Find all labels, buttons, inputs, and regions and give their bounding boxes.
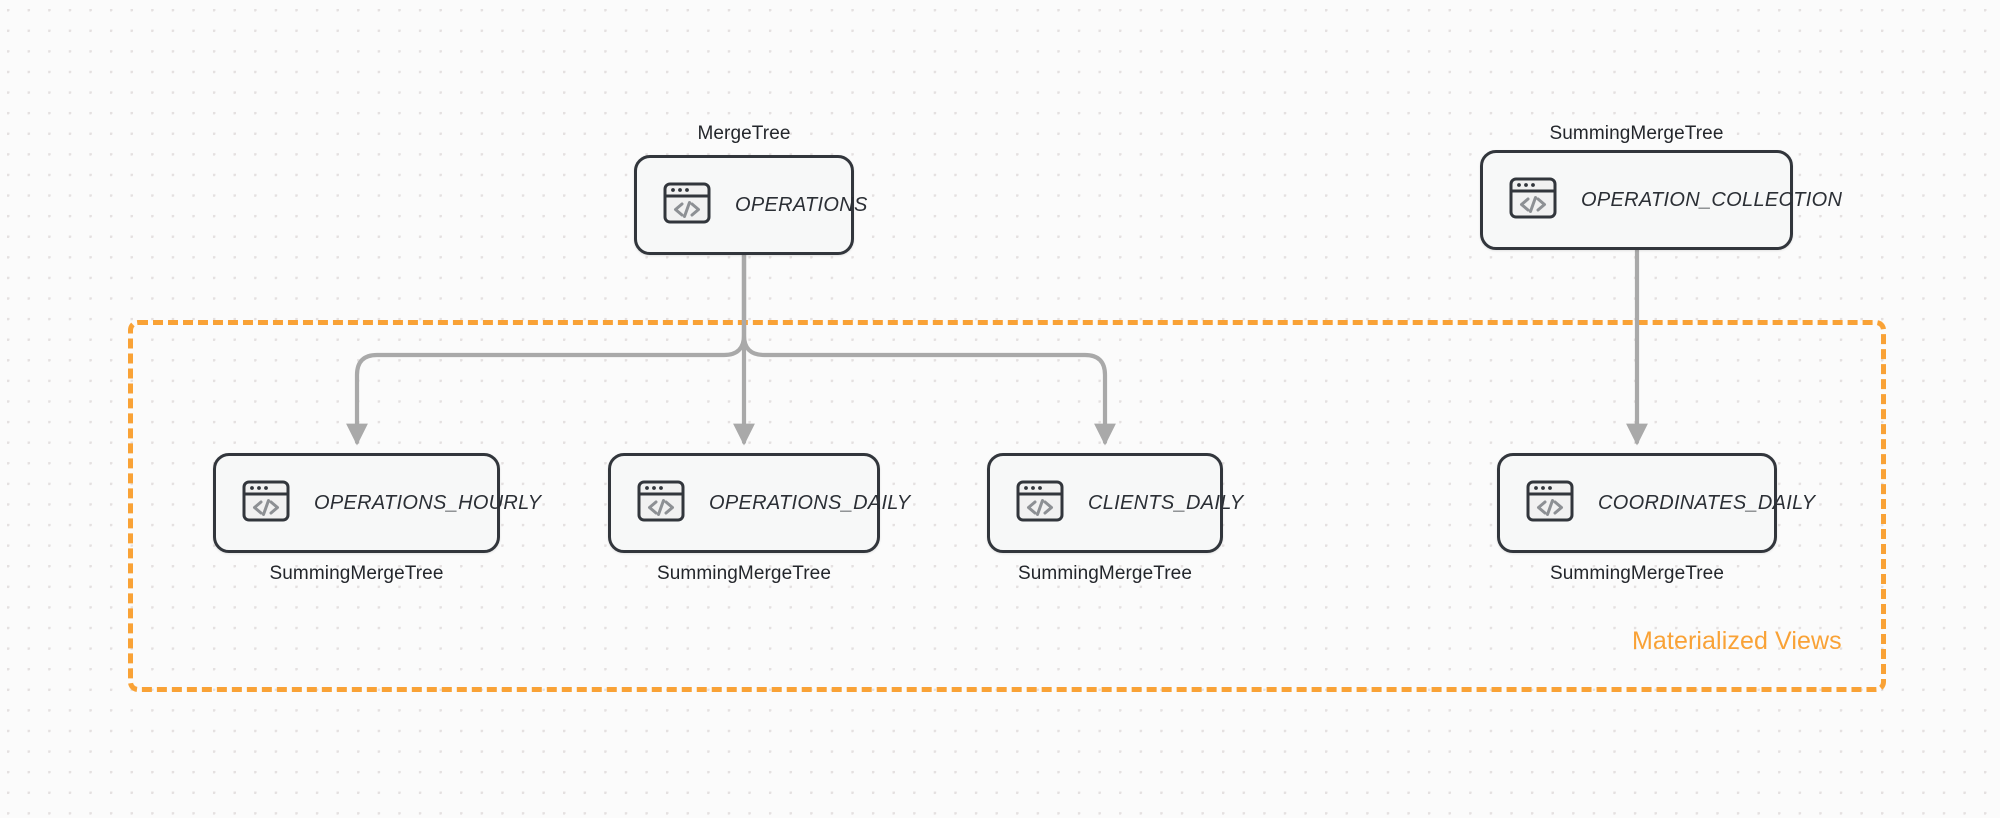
node-coordinates-daily[interactable]: COORDINATES_DAILY bbox=[1497, 453, 1815, 553]
node-operations[interactable]: OPERATIONS bbox=[634, 155, 867, 255]
code-window-icon bbox=[1014, 475, 1066, 532]
node-label: OPERATIONS_HOURLY bbox=[314, 491, 542, 514]
node-label: OPERATIONS_DAILY bbox=[709, 491, 911, 514]
engine-caption-operations-hourly: SummingMergeTree bbox=[269, 563, 444, 584]
engine-caption-operations-daily: SummingMergeTree bbox=[656, 563, 832, 584]
materialized-views-group-label: Materialized Views bbox=[1632, 627, 1842, 655]
node-label: CLIENTS_DAILY bbox=[1088, 491, 1244, 514]
node-label: OPERATIONS bbox=[735, 193, 868, 216]
code-window-icon bbox=[1524, 475, 1576, 532]
code-window-icon bbox=[240, 475, 292, 532]
node-label: COORDINATES_DAILY bbox=[1598, 491, 1816, 514]
code-window-icon bbox=[661, 177, 713, 234]
node-operations-daily[interactable]: OPERATIONS_DAILY bbox=[608, 453, 910, 553]
node-operation-collection[interactable]: OPERATION_COLLECTION bbox=[1480, 150, 1842, 250]
node-label: OPERATION_COLLECTION bbox=[1581, 188, 1843, 211]
code-window-icon bbox=[1507, 172, 1559, 229]
node-clients-daily[interactable]: CLIENTS_DAILY bbox=[987, 453, 1243, 553]
engine-caption-operation-collection: SummingMergeTree bbox=[1549, 123, 1724, 144]
node-operations-hourly[interactable]: OPERATIONS_HOURLY bbox=[213, 453, 541, 553]
engine-caption-operations: MergeTree bbox=[697, 123, 791, 144]
engine-caption-coordinates-daily: SummingMergeTree bbox=[1549, 563, 1725, 584]
code-window-icon bbox=[635, 475, 687, 532]
engine-caption-clients-daily: SummingMergeTree bbox=[1017, 563, 1193, 584]
